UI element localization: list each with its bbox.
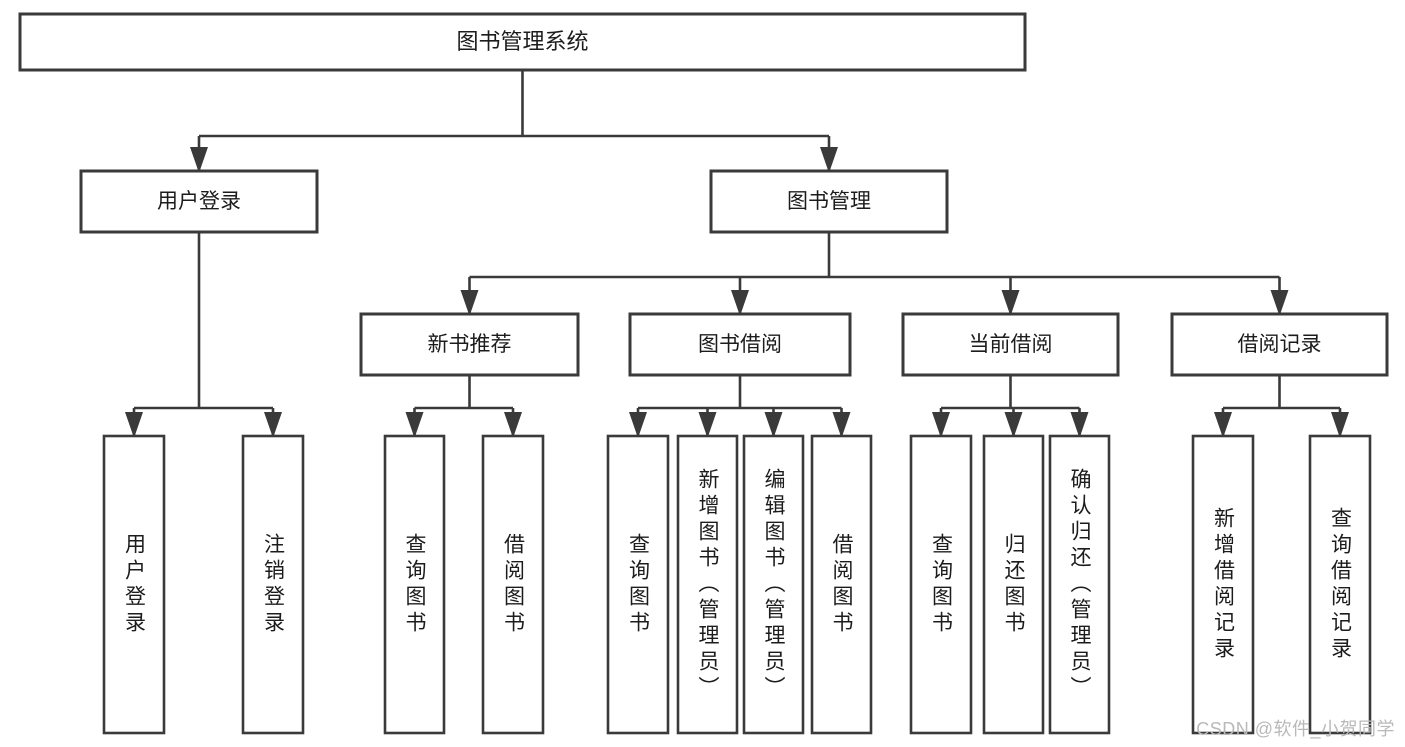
leaf-node-12[interactable] [1308, 434, 1372, 735]
book-mgmt-to-level3-arrow-0 [460, 290, 479, 316]
csdn-watermark: CSDN @软件_小贺同学 [1196, 719, 1395, 739]
leaf-node-8-rect [909, 434, 973, 735]
level3-node-3-rect [1170, 312, 1389, 377]
level2-node-1-label: 图书管理 [787, 190, 871, 213]
leaf-node-1-rect [241, 434, 305, 735]
level2-node-0-label: 用户登录 [157, 190, 241, 213]
login-to-leaves-arrow-1 [264, 412, 282, 438]
root-node-rect [18, 12, 1027, 72]
level3-node-0-rect [359, 312, 580, 377]
level3-node-3-label: 借阅记录 [1238, 333, 1322, 356]
leaf-node-5-rect [676, 434, 739, 735]
leaf-node-8[interactable] [909, 434, 973, 735]
leaf-node-11[interactable] [1191, 434, 1255, 735]
level3-0-to-leaves-arrow-0 [405, 412, 424, 438]
root-to-level2-arrow-0 [190, 147, 208, 173]
level3-1-to-leaves-arrow-2 [764, 412, 783, 438]
level3-node-1[interactable]: 图书借阅 [628, 312, 852, 377]
level2-node-0[interactable]: 用户登录 [79, 169, 319, 234]
leaf-node-4-rect [606, 434, 670, 735]
level3-1-to-leaves-arrow-0 [629, 412, 647, 438]
level3-0-to-leaves-arrow-1 [504, 412, 522, 438]
root-node-label: 图书管理系统 [456, 29, 588, 54]
leaf-node-7-rect [810, 434, 873, 735]
level3-node-3[interactable]: 借阅记录 [1170, 312, 1389, 377]
leaf-node-6-rect [742, 434, 805, 735]
level3-node-1-label: 图书借阅 [698, 333, 782, 356]
level3-2-to-leaves-arrow-2 [1070, 412, 1089, 438]
leaf-node-5[interactable] [676, 434, 739, 735]
leaf-node-2[interactable] [383, 434, 446, 735]
leaf-node-7[interactable] [810, 434, 873, 735]
book-mgmt-to-level3-arrow-2 [1001, 290, 1020, 316]
leaf-node-9[interactable] [982, 434, 1045, 735]
leaf-node-1[interactable] [241, 434, 305, 735]
leaf-node-10[interactable] [1048, 434, 1111, 735]
level3-node-0[interactable]: 新书推荐 [359, 312, 580, 377]
level3-3-to-leaves-arrow-0 [1214, 412, 1232, 438]
leaf-node-12-rect [1308, 434, 1372, 735]
level3-3-to-leaves-arrow-1 [1331, 412, 1349, 438]
level3-node-0-label: 新书推荐 [428, 333, 512, 356]
leaf-node-0-rect [102, 434, 166, 735]
book-mgmt-to-level3-arrow-1 [731, 290, 749, 316]
book-mgmt-to-level3-arrow-3 [1270, 290, 1289, 316]
leaf-node-3[interactable] [481, 434, 545, 735]
level3-1-to-leaves-arrow-1 [698, 412, 717, 438]
level3-node-2[interactable]: 当前借阅 [901, 312, 1120, 377]
leaf-node-6[interactable] [742, 434, 805, 735]
leaf-node-11-rect [1191, 434, 1255, 735]
level2-node-1-rect [709, 169, 949, 234]
level3-1-to-leaves-arrow-3 [832, 412, 851, 438]
connector-layer [125, 70, 1349, 438]
level3-2-to-leaves-arrow-0 [932, 412, 950, 438]
leaf-node-10-rect [1048, 434, 1111, 735]
leaf-node-2-rect [383, 434, 446, 735]
root-to-level2-arrow-1 [820, 147, 838, 173]
level3-2-to-leaves-arrow-1 [1004, 412, 1023, 438]
leaf-node-3-rect [481, 434, 545, 735]
level3-node-2-label: 当前借阅 [969, 333, 1053, 356]
leaf-node-0[interactable] [102, 434, 166, 735]
level2-node-1[interactable]: 图书管理 [709, 169, 949, 234]
level3-node-2-rect [901, 312, 1120, 377]
leaf-node-9-rect [982, 434, 1045, 735]
level2-node-0-rect [79, 169, 319, 234]
root-node[interactable]: 图书管理系统 [18, 12, 1027, 72]
leaf-node-4[interactable] [606, 434, 670, 735]
level3-node-1-rect [628, 312, 852, 377]
login-to-leaves-arrow-0 [125, 412, 143, 438]
